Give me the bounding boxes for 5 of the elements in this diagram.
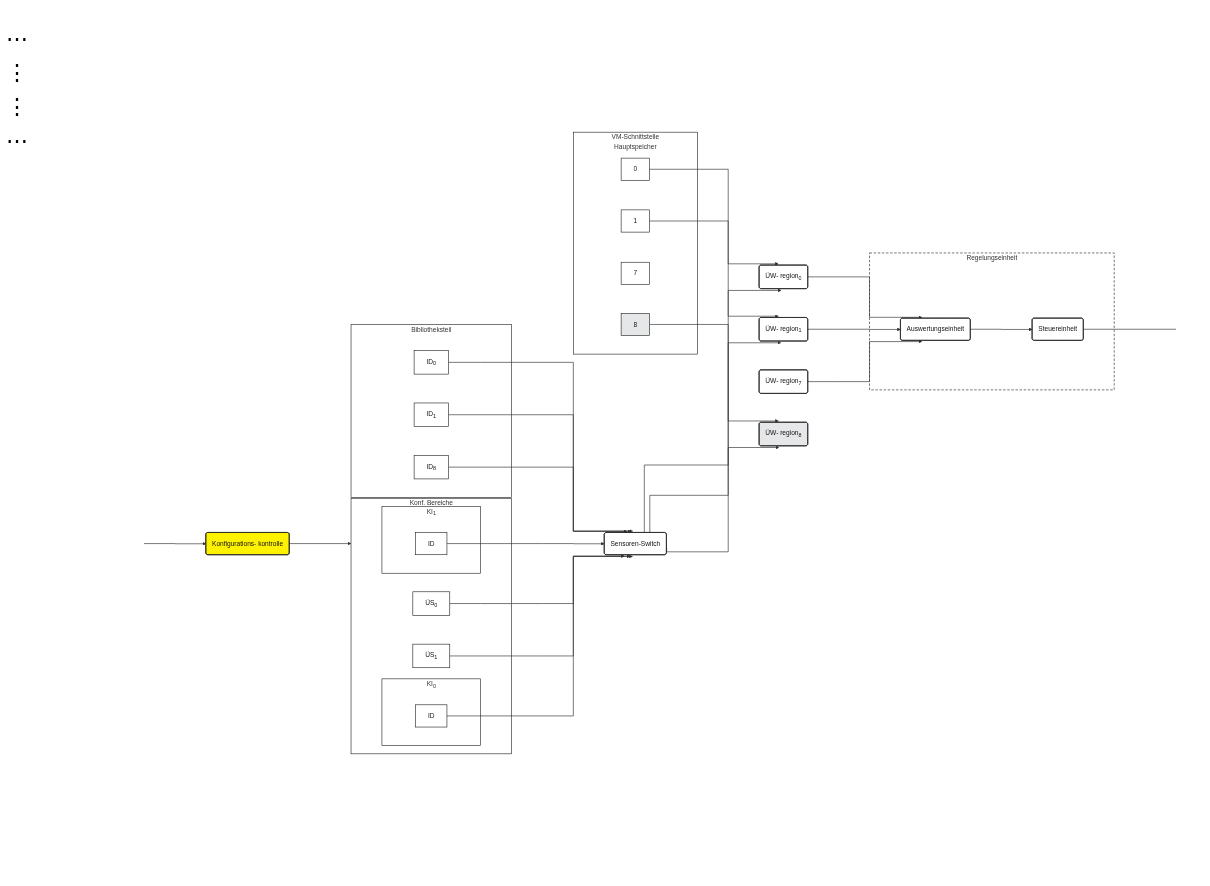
ellipsis-mark: ⋮ xyxy=(6,94,29,120)
ellipsis-mark: ⋯ xyxy=(6,26,29,52)
ellipsis-mark: ⋮ xyxy=(6,60,29,86)
ellipsis-mark: ⋯ xyxy=(6,128,29,154)
connector xyxy=(1083,328,1177,330)
